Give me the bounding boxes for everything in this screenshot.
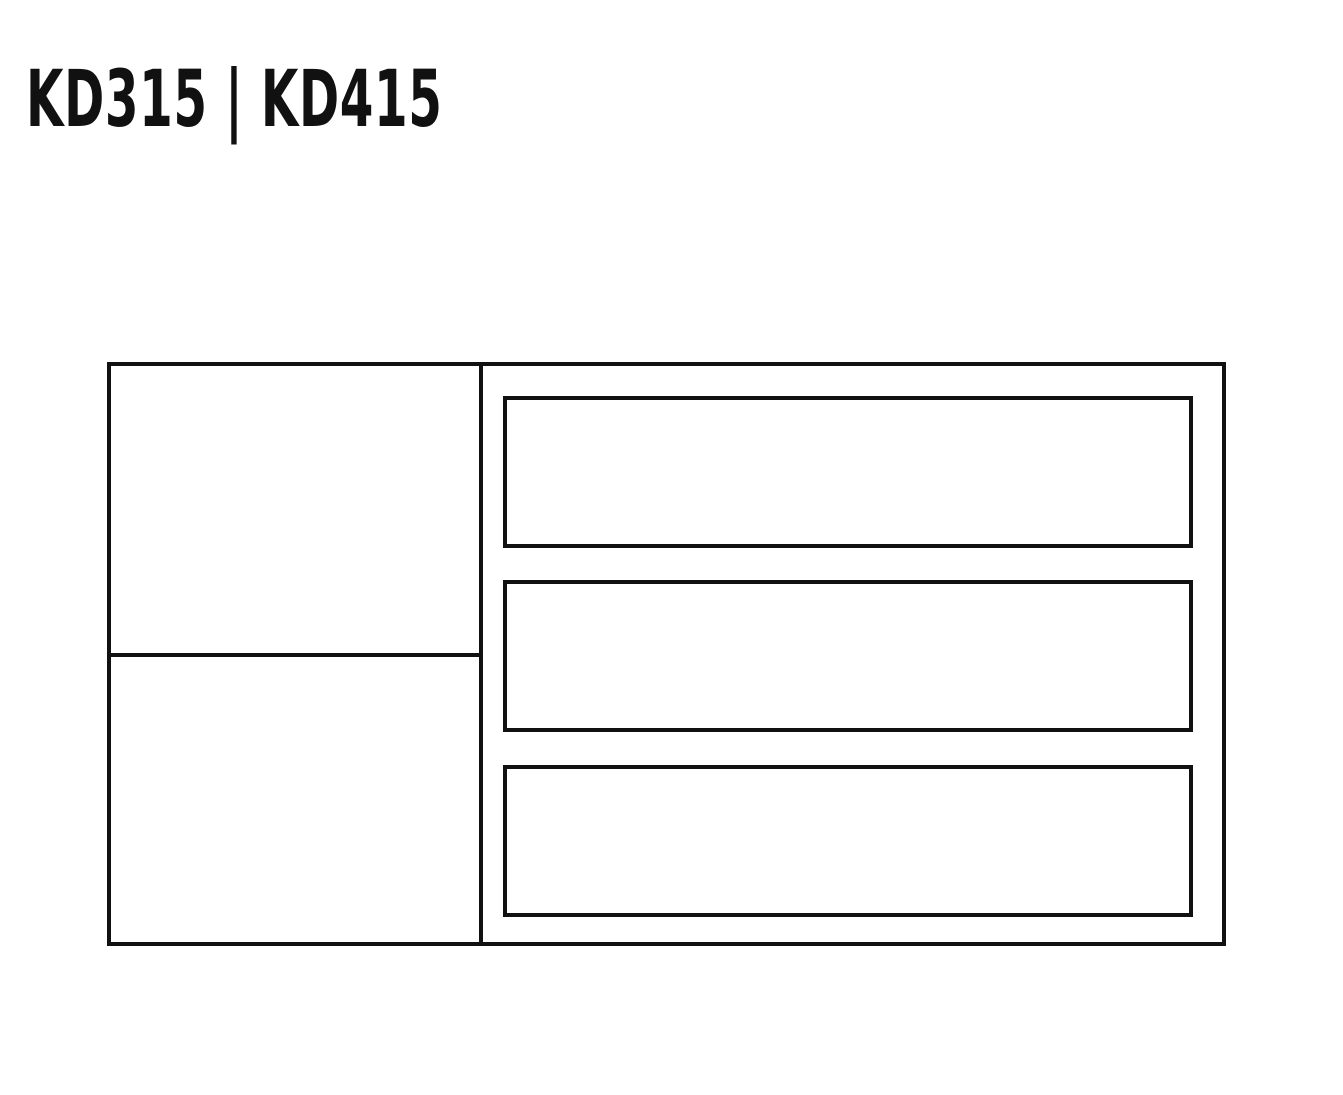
drawer-middle <box>503 580 1193 732</box>
drawer-bottom <box>503 765 1193 917</box>
model-title: KD315 | KD415 <box>26 55 443 145</box>
drawer-top <box>503 396 1193 548</box>
